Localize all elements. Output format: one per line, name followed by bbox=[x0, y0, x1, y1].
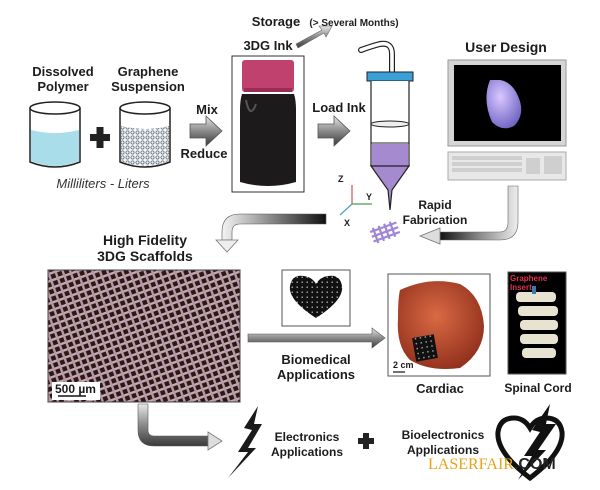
axis-z-label: Z bbox=[338, 174, 344, 184]
xyz-axes-icon bbox=[339, 185, 372, 216]
cardiac-photo bbox=[387, 273, 491, 377]
watermark: LASERFAIR.COM bbox=[428, 456, 556, 474]
polymer-label-line2: Polymer bbox=[37, 79, 89, 94]
fabrication-to-scaffold-arrow-icon bbox=[215, 213, 327, 253]
watermark-part1: LASERFAIR bbox=[428, 456, 514, 473]
ink-jar-photo bbox=[231, 55, 305, 193]
mix-arrow-icon bbox=[189, 115, 223, 147]
storage-duration: (> Several Months) bbox=[309, 18, 399, 29]
graphene-insert-label: Graphene Insert bbox=[510, 274, 547, 292]
biomedical-line2: Applications bbox=[276, 367, 355, 382]
scaffolds-label: High Fidelity 3DG Scaffolds bbox=[80, 232, 210, 264]
scaffold-line1: High Fidelity bbox=[103, 232, 187, 248]
mix-label: Mix bbox=[196, 102, 218, 117]
scale-bar-label: 500 µm bbox=[55, 382, 96, 396]
computer-monitor-icon bbox=[447, 59, 567, 147]
design-to-fabrication-arrow-icon bbox=[418, 185, 519, 245]
plus-icon-2 bbox=[358, 433, 374, 449]
scaffold-line2: 3DG Scaffolds bbox=[97, 248, 193, 264]
electronics-line2: Applications bbox=[270, 445, 343, 459]
biomedical-arrow-icon bbox=[247, 327, 386, 349]
scaffold-photo bbox=[47, 269, 241, 403]
user-design-label: User Design bbox=[465, 39, 547, 55]
heart-bolt-icon bbox=[495, 404, 565, 482]
graphene-label-line2: Suspension bbox=[111, 79, 185, 94]
rapid-line2: Fabrication bbox=[402, 213, 468, 227]
electronics-label: Electronics Applications bbox=[262, 430, 352, 460]
volume-note: Milliliters - Liters bbox=[56, 176, 150, 191]
spinal-cord-photo bbox=[507, 271, 567, 375]
load-ink-arrow-icon bbox=[317, 115, 351, 147]
watermark-part2: .COM bbox=[513, 456, 556, 473]
axis-x-label: X bbox=[344, 218, 351, 228]
scaffold-to-electronics-arrow-icon bbox=[137, 403, 223, 451]
electronics-line1: Electronics bbox=[274, 430, 340, 444]
graphene-beaker bbox=[119, 101, 171, 168]
ink-label: 3DG Ink bbox=[243, 38, 293, 53]
graphene-suspension-label: Graphene Suspension bbox=[108, 64, 188, 94]
bioelectronics-label: Bioelectronics Applications bbox=[390, 428, 496, 458]
lightning-bolt-icon bbox=[228, 406, 262, 478]
graphene-insert-line1: Graphene bbox=[510, 274, 548, 283]
printed-mesh-icon bbox=[369, 221, 401, 244]
heart-mesh-photo bbox=[281, 269, 351, 327]
biomedical-line1: Biomedical bbox=[281, 352, 351, 367]
storage-arrow-icon bbox=[295, 25, 333, 49]
biomedical-label: Biomedical Applications bbox=[266, 352, 366, 382]
axis-y-label: Y bbox=[366, 192, 373, 202]
load-ink-label: Load Ink bbox=[312, 100, 366, 115]
graphene-insert-line2: Insert bbox=[510, 283, 532, 292]
storage-label: Storage bbox=[251, 14, 301, 29]
rapid-fabrication-label: Rapid Fabrication bbox=[400, 198, 470, 228]
keyboard-icon bbox=[447, 151, 567, 181]
reduce-label: Reduce bbox=[180, 146, 228, 161]
polymer-beaker bbox=[29, 101, 81, 168]
cardiac-label: Cardiac bbox=[416, 381, 464, 396]
polymer-label-line1: Dissolved bbox=[32, 64, 94, 79]
bioelectronics-line2: Applications bbox=[406, 443, 479, 457]
syringe-icon bbox=[358, 40, 414, 211]
plus-icon bbox=[90, 127, 110, 148]
rapid-line1: Rapid bbox=[418, 198, 452, 212]
spinal-cord-label: Spinal Cord bbox=[504, 381, 572, 395]
polymer-label: Dissolved Polymer bbox=[18, 64, 108, 94]
cardiac-scale-label: 2 cm bbox=[393, 360, 414, 370]
graphene-label-line1: Graphene bbox=[117, 64, 179, 79]
bioelectronics-line1: Bioelectronics bbox=[401, 428, 485, 442]
heart-model-icon bbox=[486, 80, 522, 129]
